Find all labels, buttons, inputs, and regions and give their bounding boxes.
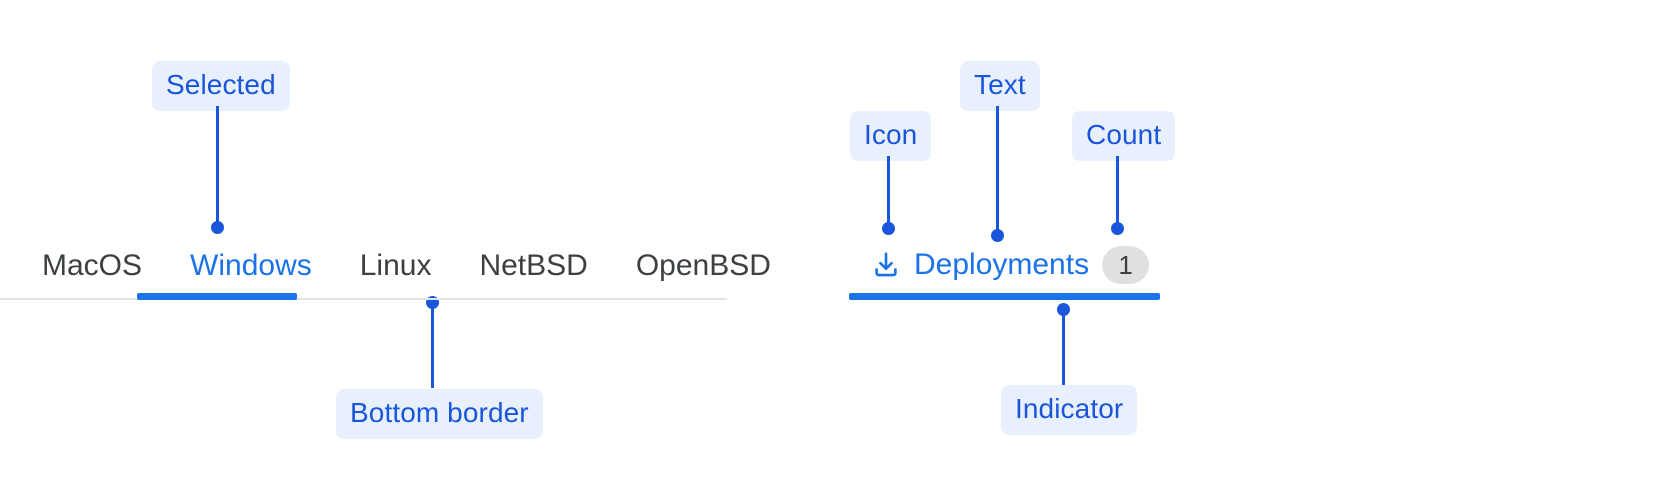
annotation-indicator-label: Indicator <box>1001 385 1138 435</box>
annotation-icon-dot <box>882 222 895 235</box>
annotation-selected-leader <box>216 106 219 228</box>
annotation-bottom-border-label: Bottom border <box>336 389 543 439</box>
annotation-selected-dot <box>211 221 224 234</box>
annotation-indicator-leader <box>1062 309 1065 385</box>
annotation-selected-label: Selected <box>152 61 290 111</box>
deployments-tab-content: Deployments 1 <box>849 240 1160 290</box>
deployments-tab[interactable]: Deployments 1 <box>849 240 1160 300</box>
annotation-bottom-border-leader <box>431 302 434 388</box>
tab-windows[interactable]: Windows <box>166 244 336 288</box>
annotation-text-dot <box>991 229 1004 242</box>
deployments-count-badge: 1 <box>1102 246 1150 284</box>
tab-openbsd[interactable]: OpenBSD <box>612 244 795 288</box>
tab-macos[interactable]: MacOS <box>18 244 166 288</box>
annotation-text-label: Text <box>960 61 1040 111</box>
tab-selected-indicator <box>137 293 297 300</box>
annotation-count-leader <box>1116 156 1119 229</box>
tab-linux[interactable]: Linux <box>336 244 456 288</box>
annotation-icon-leader <box>887 156 890 229</box>
tab-bar-bottom-border <box>0 298 727 300</box>
annotation-text-leader <box>996 106 999 231</box>
os-tab-bar: MacOS Windows Linux NetBSD OpenBSD <box>0 244 771 300</box>
deployments-tab-indicator <box>849 293 1160 300</box>
annotation-count-dot <box>1111 222 1124 235</box>
annotation-icon-label: Icon <box>850 111 932 161</box>
annotation-count-label: Count <box>1072 111 1176 161</box>
deployments-tab-label: Deployments <box>914 248 1090 281</box>
download-icon <box>875 252 897 277</box>
os-tab-list: MacOS Windows Linux NetBSD OpenBSD <box>18 244 795 288</box>
tab-netbsd[interactable]: NetBSD <box>455 244 611 288</box>
